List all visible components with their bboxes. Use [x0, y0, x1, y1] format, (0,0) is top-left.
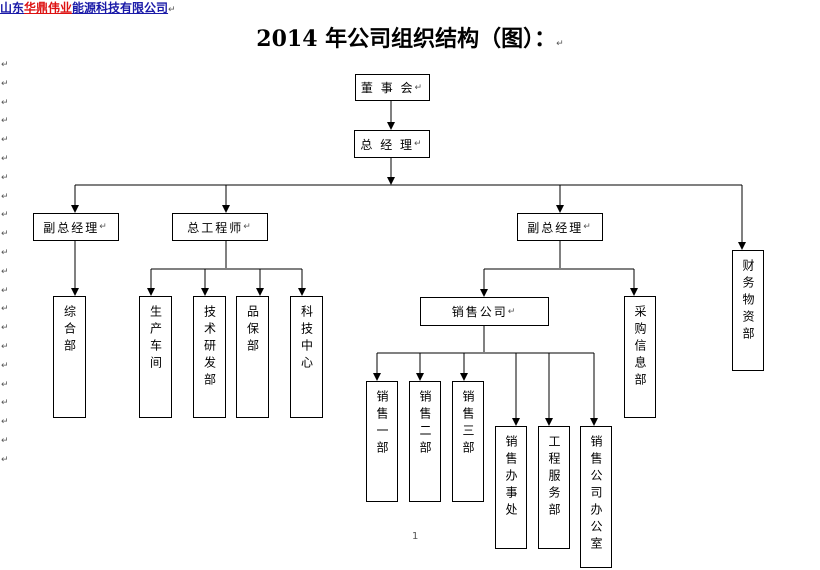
node-production-label: 生产车间: [148, 305, 163, 373]
node-general-dept: 综合部: [53, 296, 86, 418]
paragraph-mark: ↵: [1, 323, 9, 333]
paragraph-mark: ↵: [168, 5, 176, 15]
node-vgm-left-label: 副总经理: [43, 220, 100, 235]
paragraph-mark: ↵: [1, 135, 9, 145]
paragraph-mark: ↵: [583, 222, 593, 232]
paragraph-mark: ↵: [556, 39, 564, 49]
paragraph-mark: ↵: [1, 455, 9, 465]
node-engineering-service: 工程服务部: [538, 426, 570, 549]
node-rnd-label: 技术研发部: [202, 305, 217, 390]
paragraph-mark: ↵: [1, 192, 9, 202]
node-sales-company-office: 销售公司办公室: [580, 426, 612, 568]
node-general-manager: 总 经 理↵: [354, 130, 430, 158]
paragraph-mark: ↵: [1, 361, 9, 371]
node-quality-dept: 品保部: [236, 296, 269, 418]
node-chief-engineer: 总工程师↵: [172, 213, 268, 241]
node-production-workshop: 生产车间: [139, 296, 172, 418]
node-vice-gm-right: 副总经理↵: [517, 213, 603, 241]
company-header: 山东华鼎伟业能源科技有限公司↵: [0, 1, 176, 17]
node-sales-1-label: 销售一部: [375, 390, 389, 458]
paragraph-mark: ↵: [1, 79, 9, 89]
paragraph-mark: ↵: [1, 229, 9, 239]
header-company-part1: 山东: [0, 1, 25, 15]
header-company-part3: 能源科技有限公司: [72, 1, 169, 15]
paragraph-mark: ↵: [1, 173, 9, 183]
node-finance-label: 财务物资部: [741, 259, 755, 344]
node-sales-office-label: 销售办事处: [504, 435, 518, 520]
node-gm-label: 总 经 理: [360, 137, 415, 152]
paragraph-mark: ↵: [1, 154, 9, 164]
node-general-dept-label: 综合部: [62, 305, 77, 356]
paragraph-mark: ↵: [414, 139, 424, 149]
paragraph-mark: ↵: [1, 267, 9, 277]
paragraph-mark: ↵: [1, 342, 9, 352]
node-board-label: 董 事 会: [360, 81, 415, 95]
node-engineering-label: 工程服务部: [547, 435, 561, 520]
node-chief-engineer-label: 总工程师: [187, 220, 244, 235]
header-company-part2: 华鼎伟业: [24, 1, 73, 15]
node-quality-label: 品保部: [245, 305, 260, 356]
paragraph-mark: ↵: [99, 222, 109, 232]
paragraph-mark: ↵: [507, 306, 518, 317]
paragraph-mark: ↵: [414, 82, 425, 93]
paragraph-mark: ↵: [1, 248, 9, 258]
node-sales-co-office-label: 销售公司办公室: [589, 435, 603, 554]
paragraph-mark: ↵: [1, 417, 9, 427]
node-vice-gm-left: 副总经理↵: [33, 213, 119, 241]
node-finance-materials: 财务物资部: [732, 250, 764, 371]
node-sales-office: 销售办事处: [495, 426, 527, 549]
paragraph-mark: ↵: [243, 222, 253, 232]
node-vgm-right-label: 副总经理: [527, 220, 584, 235]
node-tech-center: 科技中心: [290, 296, 323, 418]
node-rnd-dept: 技术研发部: [193, 296, 226, 418]
node-procurement-info: 采购信息部: [624, 296, 656, 418]
paragraph-mark: ↵: [1, 98, 9, 108]
paragraph-mark: ↵: [1, 380, 9, 390]
node-tech-center-label: 科技中心: [299, 305, 314, 373]
paragraph-mark: ↵: [1, 60, 9, 70]
paragraph-mark: ↵: [1, 286, 9, 296]
node-sales-company: 销售公司↵: [420, 297, 549, 326]
paragraph-mark: ↵: [1, 436, 9, 446]
page-title: 2014 年公司组织结构（图）：↵: [0, 24, 820, 59]
node-sales-dept-3: 销售三部: [452, 381, 484, 502]
node-sales-dept-2: 销售二部: [409, 381, 441, 502]
page-number: 1: [412, 531, 419, 542]
node-sales-3-label: 销售三部: [461, 390, 475, 458]
paragraph-mark: ↵: [1, 304, 9, 314]
node-board: 董 事 会↵: [355, 74, 430, 101]
node-sales-company-label: 销售公司: [451, 305, 508, 319]
paragraph-mark: ↵: [1, 210, 9, 220]
node-sales-dept-1: 销售一部: [366, 381, 398, 502]
node-procurement-label: 采购信息部: [633, 305, 647, 390]
node-sales-2-label: 销售二部: [418, 390, 432, 458]
page-title-text: 2014 年公司组织结构（图）：: [256, 26, 557, 52]
paragraph-mark: ↵: [1, 116, 9, 126]
paragraph-mark: ↵: [1, 398, 9, 408]
